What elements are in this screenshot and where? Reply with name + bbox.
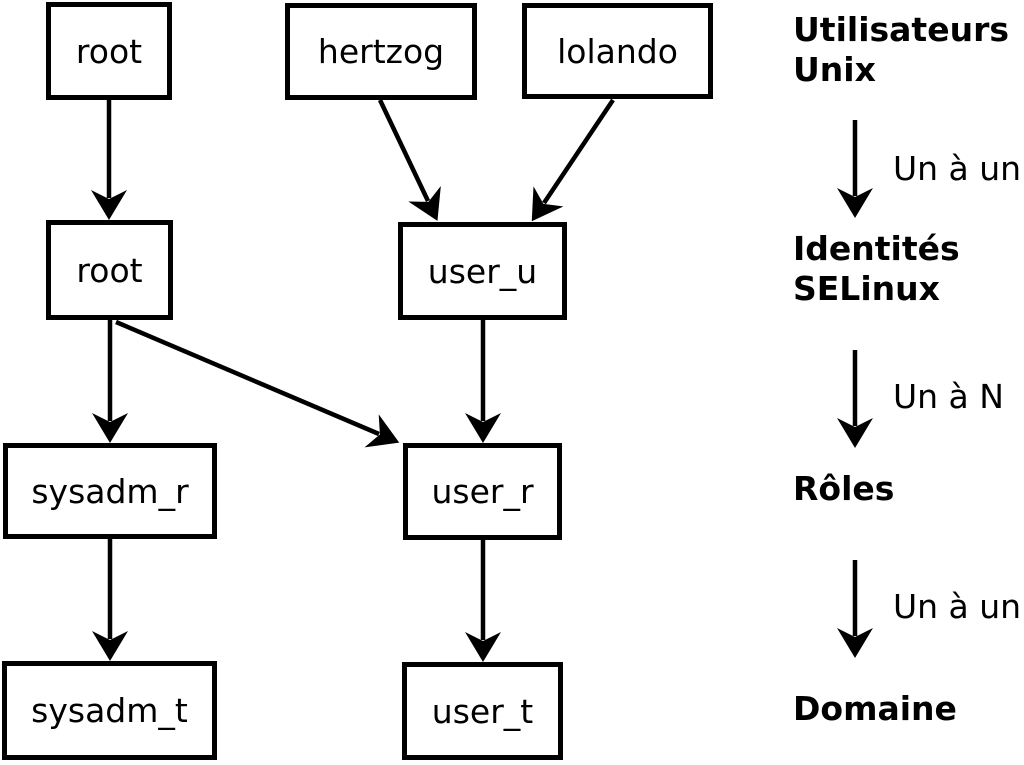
node-unix-user-root: root bbox=[46, 2, 172, 100]
node-role-user-r: user_r bbox=[403, 443, 562, 540]
legend-level-line: Identités bbox=[793, 229, 960, 268]
node-unix-user-hertzog: hertzog bbox=[285, 3, 477, 100]
node-unix-user-lolando: lolando bbox=[522, 3, 713, 99]
legend-level-selinux-identities: Identités SELinux bbox=[793, 229, 960, 309]
legend-level-line: Rôles bbox=[793, 469, 895, 508]
legend-level-roles: Rôles bbox=[793, 469, 894, 509]
node-selinux-identity-root: root bbox=[46, 220, 173, 320]
legend-level-domain: Domaine bbox=[793, 689, 957, 729]
edge-lolando-to-user-u bbox=[531, 98, 615, 222]
node-selinux-identity-user-u: user_u bbox=[398, 222, 567, 320]
relation-label-un-a-un-2: Un à un bbox=[893, 587, 1022, 626]
legend-level-line: Utilisateurs bbox=[793, 10, 1009, 49]
legend-level-line: Unix bbox=[793, 50, 876, 89]
node-domain-sysadm-t: sysadm_t bbox=[2, 661, 217, 760]
edge-hertzog-to-user-u bbox=[377, 99, 441, 221]
node-role-sysadm-r: sysadm_r bbox=[3, 443, 217, 539]
relation-label-un-a-n: Un à N bbox=[893, 377, 1004, 416]
legend-level-unix-users: Utilisateurs Unix bbox=[793, 10, 1009, 90]
legend-level-line: SELinux bbox=[793, 269, 940, 308]
node-domain-user-t: user_t bbox=[402, 662, 563, 760]
edge-selinuxroot-to-user-r bbox=[115, 319, 400, 448]
legend-level-line: Domaine bbox=[793, 689, 957, 728]
relation-label-un-a-un-1: Un à un bbox=[893, 149, 1022, 188]
